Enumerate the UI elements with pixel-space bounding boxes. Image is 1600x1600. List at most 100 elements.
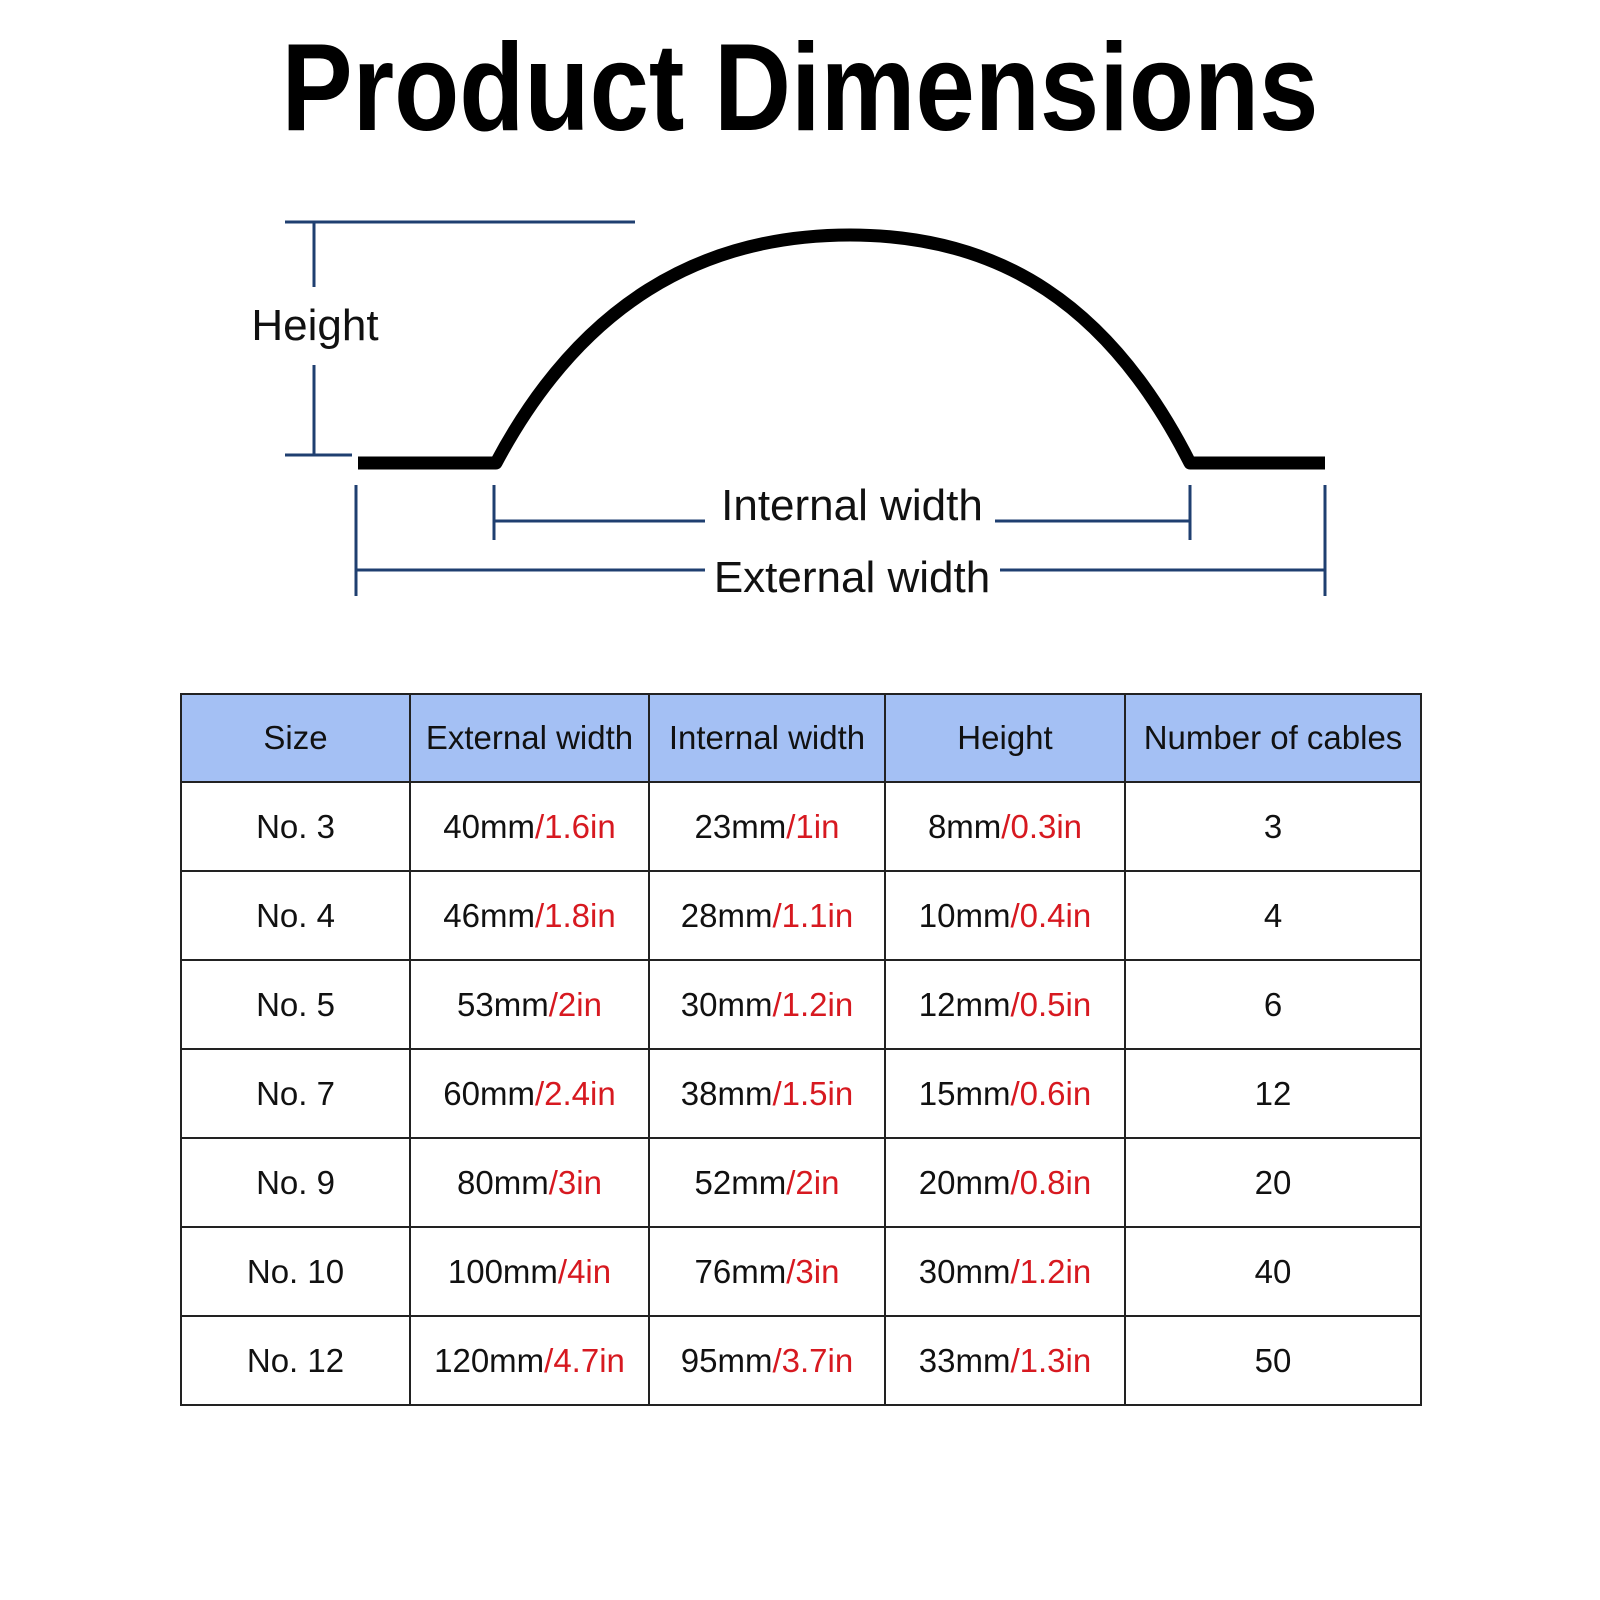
internal-width-label: Internal width: [721, 481, 983, 530]
mm-value: 15mm: [918, 1074, 1011, 1112]
height-cell: 15mm/0.6in: [884, 1048, 1126, 1139]
mm-value: 30mm: [918, 1252, 1011, 1290]
inch-value: /0.5in: [1010, 985, 1092, 1023]
mm-value: 8mm: [927, 807, 1002, 845]
mm-value: 40mm: [443, 807, 535, 845]
mm-value: 120mm: [434, 1341, 545, 1379]
inch-value: /4.7in: [544, 1341, 625, 1379]
height-dimension: [285, 220, 635, 457]
external-width-cell: 40mm/1.6in: [409, 781, 650, 872]
size-cell: No. 7: [180, 1048, 411, 1139]
header-internal-width: Internal width: [648, 693, 886, 783]
size-cell: No. 4: [180, 870, 411, 961]
inch-value: /3.7in: [772, 1341, 854, 1379]
table-row: No. 12 120mm/4.7in 95mm/3.7in 33mm/1.3in…: [180, 1315, 1422, 1406]
external-width-cell: 53mm/2in: [409, 959, 650, 1050]
table-row: No. 10 100mm/4in 76mm/3in 30mm/1.2in 40: [180, 1226, 1422, 1317]
internal-width-cell: 95mm/3.7in: [648, 1315, 886, 1406]
inch-value: /1.3in: [1010, 1341, 1092, 1379]
table-row: No. 9 80mm/3in 52mm/2in 20mm/0.8in 20: [180, 1137, 1422, 1228]
internal-width-cell: 30mm/1.2in: [648, 959, 886, 1050]
inch-value: /2.4in: [534, 1074, 616, 1112]
header-number-of-cables: Number of cables: [1124, 693, 1422, 783]
mm-value: 53mm: [457, 985, 549, 1023]
height-cell: 33mm/1.3in: [884, 1315, 1126, 1406]
height-cell: 8mm/0.3in: [884, 781, 1126, 872]
table-row: No. 4 46mm/1.8in 28mm/1.1in 10mm/0.4in 4: [180, 870, 1422, 961]
mm-value: 28mm: [680, 896, 773, 934]
external-width-label: External width: [714, 553, 990, 602]
size-cell: No. 10: [180, 1226, 411, 1317]
cables-cell: 40: [1124, 1226, 1422, 1317]
table-row: No. 7 60mm/2.4in 38mm/1.5in 15mm/0.6in 1…: [180, 1048, 1422, 1139]
size-cell: No. 9: [180, 1137, 411, 1228]
height-cell: 10mm/0.4in: [884, 870, 1126, 961]
size-cell: No. 12: [180, 1315, 411, 1406]
table-row: No. 3 40mm/1.6in 23mm/1in 8mm/0.3in 3: [180, 781, 1422, 872]
header-size: Size: [180, 693, 411, 783]
inch-value: /1in: [786, 807, 840, 845]
inch-value: /0.4in: [1010, 896, 1092, 934]
mm-value: 20mm: [918, 1163, 1011, 1201]
mm-value: 10mm: [918, 896, 1011, 934]
mm-value: 46mm: [443, 896, 535, 934]
external-width-cell: 46mm/1.8in: [409, 870, 650, 961]
internal-width-dimension: [492, 485, 1192, 540]
height-cell: 12mm/0.5in: [884, 959, 1126, 1050]
dimension-diagram: Height Internal width External width: [251, 220, 1327, 602]
internal-width-cell: 38mm/1.5in: [648, 1048, 886, 1139]
page-title: Product Dimensions: [281, 19, 1319, 157]
cables-cell: 6: [1124, 959, 1422, 1050]
internal-width-cell: 23mm/1in: [648, 781, 886, 872]
mm-value: 95mm: [680, 1341, 773, 1379]
mm-value: 23mm: [694, 807, 787, 845]
inch-value: /3in: [548, 1163, 602, 1201]
mm-value: 100mm: [447, 1252, 558, 1290]
header-external-width: External width: [409, 693, 650, 783]
cables-cell: 12: [1124, 1048, 1422, 1139]
inch-value: /2in: [548, 985, 602, 1023]
internal-width-cell: 76mm/3in: [648, 1226, 886, 1317]
external-width-cell: 120mm/4.7in: [409, 1315, 650, 1406]
external-width-cell: 60mm/2.4in: [409, 1048, 650, 1139]
mm-value: 12mm: [918, 985, 1011, 1023]
cables-cell: 20: [1124, 1137, 1422, 1228]
cables-cell: 3: [1124, 781, 1422, 872]
inch-value: /0.8in: [1010, 1163, 1092, 1201]
inch-value: /0.3in: [1001, 807, 1083, 845]
cable-cover-profile: [358, 228, 1325, 470]
height-label: Height: [251, 301, 378, 350]
inch-value: /1.2in: [772, 985, 854, 1023]
inch-value: /4in: [557, 1252, 612, 1290]
inch-value: /1.1in: [772, 896, 854, 934]
internal-width-cell: 28mm/1.1in: [648, 870, 886, 961]
mm-value: 52mm: [694, 1163, 787, 1201]
inch-value: /1.8in: [534, 896, 616, 934]
internal-width-cell: 52mm/2in: [648, 1137, 886, 1228]
header-height: Height: [884, 693, 1126, 783]
mm-value: 38mm: [680, 1074, 773, 1112]
inch-value: /1.5in: [772, 1074, 854, 1112]
cables-cell: 4: [1124, 870, 1422, 961]
mm-value: 60mm: [443, 1074, 535, 1112]
height-cell: 30mm/1.2in: [884, 1226, 1126, 1317]
size-cell: No. 3: [180, 781, 411, 872]
external-width-cell: 100mm/4in: [409, 1226, 650, 1317]
inch-value: /2in: [786, 1163, 840, 1201]
inch-value: /1.2in: [1010, 1252, 1092, 1290]
external-width-cell: 80mm/3in: [409, 1137, 650, 1228]
table-row: No. 5 53mm/2in 30mm/1.2in 12mm/0.5in 6: [180, 959, 1422, 1050]
mm-value: 76mm: [694, 1252, 787, 1290]
size-cell: No. 5: [180, 959, 411, 1050]
inch-value: /0.6in: [1010, 1074, 1092, 1112]
external-width-dimension: [354, 485, 1327, 596]
inch-value: /3in: [786, 1252, 840, 1290]
inch-value: /1.6in: [534, 807, 616, 845]
table-header-row: Size External width Internal width Heigh…: [180, 693, 1422, 783]
mm-value: 30mm: [680, 985, 773, 1023]
cables-cell: 50: [1124, 1315, 1422, 1406]
mm-value: 33mm: [918, 1341, 1011, 1379]
dimensions-table: Size External width Internal width Heigh…: [180, 693, 1422, 1406]
height-cell: 20mm/0.8in: [884, 1137, 1126, 1228]
mm-value: 80mm: [457, 1163, 549, 1201]
